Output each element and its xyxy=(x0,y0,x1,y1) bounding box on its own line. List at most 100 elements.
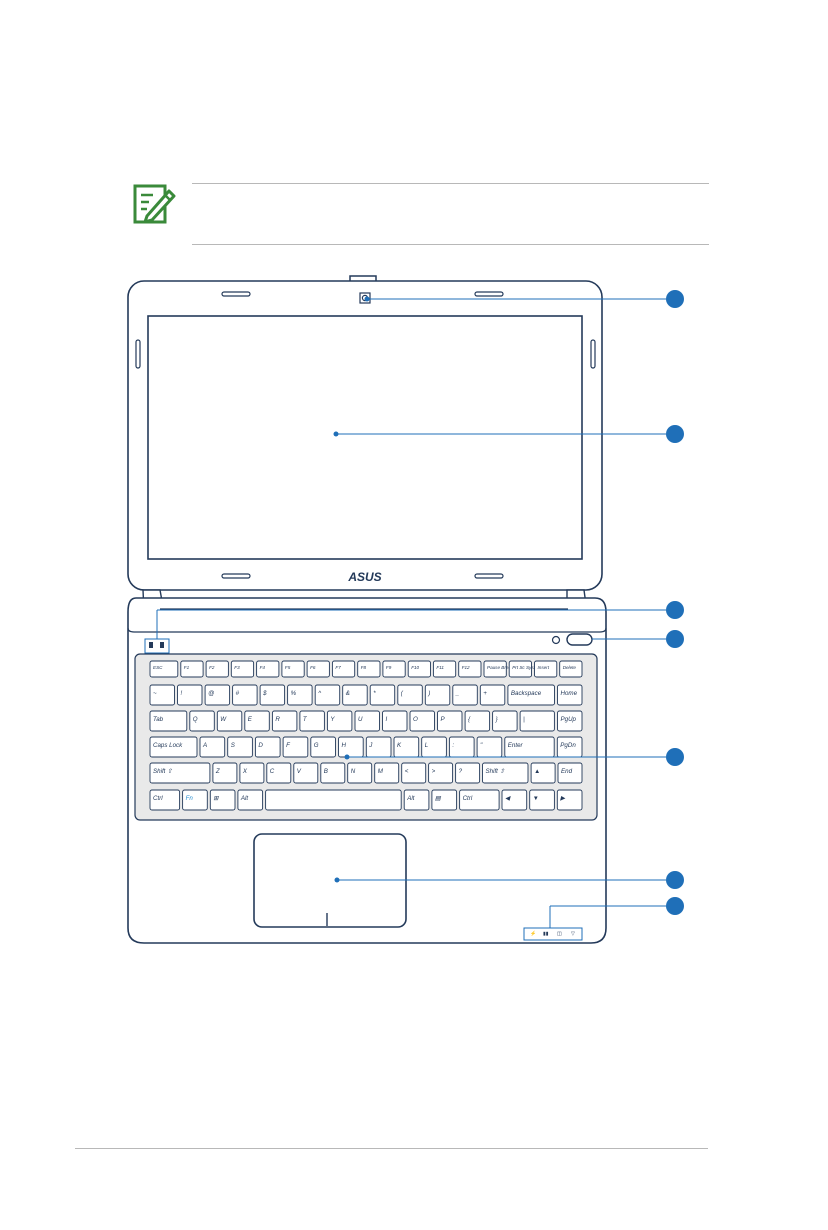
callout-6 xyxy=(666,871,684,889)
key[interactable] xyxy=(293,762,319,784)
power-button[interactable] xyxy=(566,633,593,646)
key-label: Y xyxy=(330,716,335,723)
key[interactable] xyxy=(483,660,507,678)
key[interactable] xyxy=(199,736,226,758)
key[interactable] xyxy=(149,710,188,732)
key[interactable] xyxy=(407,660,431,678)
key[interactable] xyxy=(180,660,204,678)
key[interactable] xyxy=(347,762,373,784)
key[interactable] xyxy=(282,736,309,758)
key[interactable] xyxy=(232,684,258,706)
key[interactable] xyxy=(452,684,478,706)
key[interactable] xyxy=(432,660,457,678)
key[interactable] xyxy=(374,762,400,784)
key[interactable] xyxy=(557,762,583,784)
key[interactable] xyxy=(529,789,555,811)
key[interactable] xyxy=(397,684,423,706)
key[interactable] xyxy=(306,660,330,678)
key[interactable] xyxy=(310,736,336,758)
key[interactable] xyxy=(237,789,264,811)
key[interactable] xyxy=(437,710,463,732)
key-label: & xyxy=(346,690,350,697)
key-label: H xyxy=(342,742,347,749)
key[interactable] xyxy=(559,660,583,678)
key-label: Ctrl xyxy=(153,795,163,802)
key[interactable] xyxy=(281,660,305,678)
key-label: ◀ xyxy=(505,795,511,802)
key[interactable] xyxy=(244,710,270,732)
key-label: G xyxy=(314,742,319,749)
key[interactable] xyxy=(557,710,583,732)
key[interactable] xyxy=(216,710,243,732)
footer-rule xyxy=(75,1148,708,1149)
key[interactable] xyxy=(534,660,558,678)
key[interactable] xyxy=(458,660,482,678)
key[interactable] xyxy=(428,762,454,784)
key[interactable] xyxy=(401,762,427,784)
key-label: B xyxy=(324,768,328,775)
key[interactable] xyxy=(557,684,583,706)
key[interactable] xyxy=(149,684,175,706)
key[interactable] xyxy=(189,710,215,732)
key[interactable] xyxy=(556,789,583,811)
lid-side-slot-right xyxy=(590,339,596,369)
key-label: | xyxy=(523,716,525,723)
key[interactable] xyxy=(212,762,238,784)
key[interactable] xyxy=(239,762,265,784)
key[interactable] xyxy=(331,660,356,678)
status-indicator-icons xyxy=(144,638,170,654)
key[interactable] xyxy=(492,710,518,732)
key[interactable] xyxy=(182,789,208,811)
key-label: F10 xyxy=(411,665,419,670)
key[interactable] xyxy=(455,762,481,784)
key[interactable] xyxy=(254,736,281,758)
key[interactable] xyxy=(256,660,280,678)
key-label: K xyxy=(397,742,402,749)
key[interactable] xyxy=(507,684,555,706)
key-label: < xyxy=(405,768,409,775)
key[interactable] xyxy=(482,762,529,784)
key[interactable] xyxy=(354,710,380,732)
key[interactable] xyxy=(403,789,430,811)
key[interactable] xyxy=(479,684,506,706)
key[interactable] xyxy=(342,684,368,706)
key-label: ( xyxy=(401,690,404,697)
key[interactable] xyxy=(369,684,396,706)
key[interactable] xyxy=(508,660,532,678)
key[interactable] xyxy=(320,762,346,784)
key[interactable] xyxy=(205,660,229,678)
key-label: ▶ xyxy=(559,795,566,802)
key[interactable] xyxy=(287,684,313,706)
key[interactable] xyxy=(259,684,286,706)
key[interactable] xyxy=(149,736,198,758)
key[interactable] xyxy=(314,684,341,706)
key[interactable] xyxy=(209,789,236,811)
key[interactable] xyxy=(409,710,435,732)
key[interactable] xyxy=(204,684,231,706)
key[interactable] xyxy=(227,736,253,758)
key[interactable] xyxy=(501,789,528,811)
key[interactable] xyxy=(382,710,408,732)
key[interactable] xyxy=(271,710,298,732)
key[interactable] xyxy=(299,710,325,732)
key[interactable] xyxy=(149,762,211,784)
key[interactable] xyxy=(382,660,406,678)
key[interactable] xyxy=(177,684,203,706)
key[interactable] xyxy=(149,789,181,811)
key[interactable] xyxy=(519,710,555,732)
key[interactable] xyxy=(459,789,500,811)
key[interactable] xyxy=(266,762,292,784)
key[interactable] xyxy=(424,684,451,706)
key[interactable] xyxy=(431,789,458,811)
key[interactable] xyxy=(230,660,255,678)
key[interactable] xyxy=(265,789,402,811)
key[interactable] xyxy=(357,660,381,678)
key-label: # xyxy=(236,690,240,697)
key[interactable] xyxy=(464,710,491,732)
key-label: ^ xyxy=(318,690,321,697)
key[interactable] xyxy=(149,660,179,678)
key[interactable] xyxy=(326,710,353,732)
key[interactable] xyxy=(530,762,556,784)
key-label: F1 xyxy=(184,665,190,670)
